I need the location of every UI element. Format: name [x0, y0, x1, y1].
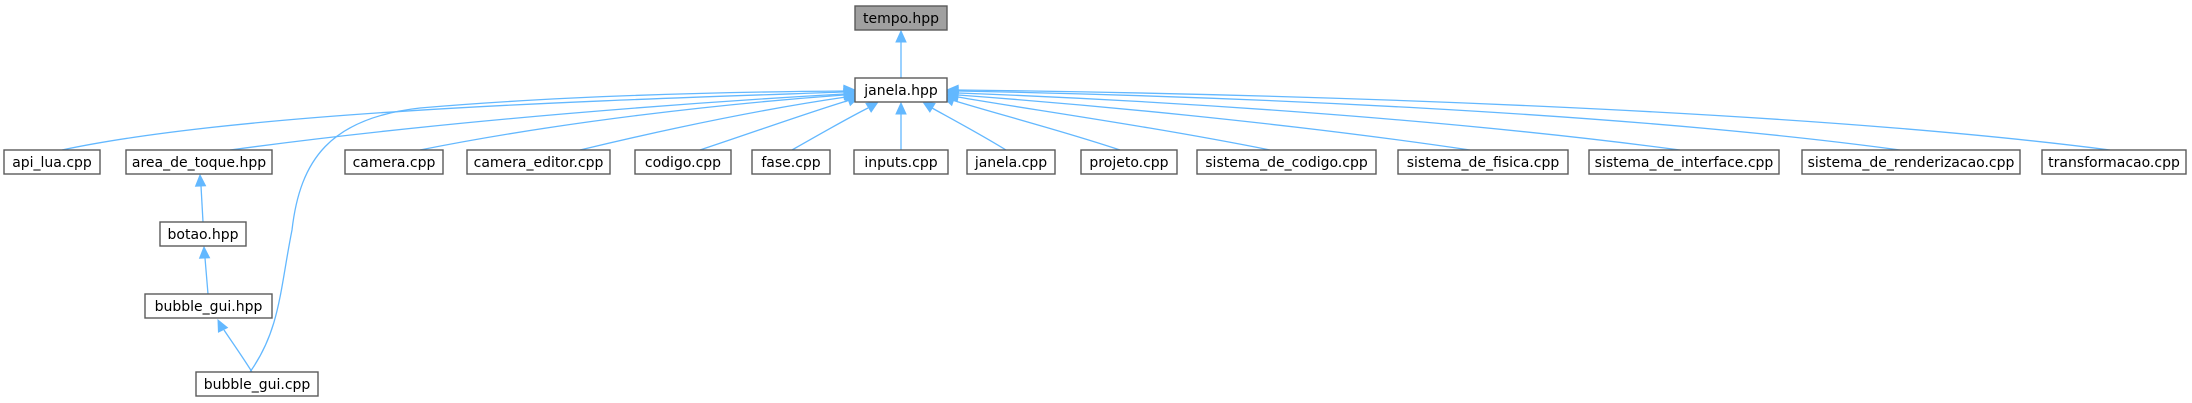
node-box[interactable]	[634, 149, 732, 175]
node-box[interactable]	[1588, 149, 1780, 175]
edge-line	[957, 90, 1901, 151]
edge-projeto-to-janela_hpp	[941, 95, 1121, 151]
edge-line	[249, 90, 845, 373]
node-bubble-gui-hpp[interactable]: bubble_gui.hpp	[144, 293, 273, 319]
edge-fase-to-janela_hpp	[791, 101, 880, 151]
edge-line	[931, 107, 1007, 151]
edge-arrowhead	[194, 173, 207, 187]
edge-line	[957, 96, 1271, 151]
node-box[interactable]	[966, 149, 1056, 175]
nodes-layer: tempo.hpp janela.hpp api_lua.cpp area_de_to…	[3, 5, 2187, 397]
edge-codigo-to-janela_hpp	[699, 95, 861, 151]
node-transformacao[interactable]: transformacao.cpp	[2041, 149, 2187, 175]
node-label: camera_editor.cpp	[474, 155, 604, 171]
node-label: botao.hpp	[168, 227, 239, 243]
edge-line	[791, 107, 869, 151]
node-box[interactable]	[751, 149, 831, 175]
edge-arrowhead	[198, 245, 211, 259]
edge-area_de_toque-to-janela_hpp	[229, 87, 857, 151]
node-box[interactable]	[854, 77, 948, 103]
node-tempo[interactable]: tempo.hpp	[854, 5, 948, 31]
node-box[interactable]	[1080, 149, 1178, 175]
node-label: janela.cpp	[974, 155, 1047, 171]
edge-transformacao-to-janela_hpp	[945, 84, 2111, 151]
edges-layer	[61, 29, 2111, 373]
node-inputs[interactable]: inputs.cpp	[853, 149, 949, 175]
node-label: sistema_de_fisica.cpp	[1407, 155, 1560, 171]
node-camera-editor[interactable]: camera_editor.cpp	[466, 149, 611, 175]
node-box[interactable]	[144, 293, 273, 319]
node-janela-hpp[interactable]: janela.hpp	[854, 77, 948, 103]
node-label: bubble_gui.cpp	[204, 377, 311, 393]
node-area-de-toque[interactable]: area_de_toque.hpp	[125, 149, 273, 175]
edge-api_lua-to-janela_hpp	[61, 85, 857, 151]
node-sistema-de-fisica[interactable]: sistema_de_fisica.cpp	[1397, 149, 1569, 175]
edge-line	[419, 94, 845, 151]
edge-arrowhead	[865, 101, 880, 113]
node-projeto[interactable]: projeto.cpp	[1080, 149, 1178, 175]
node-box[interactable]	[854, 5, 948, 31]
edge-line	[957, 89, 2111, 151]
node-box[interactable]	[125, 149, 273, 175]
edge-line	[957, 94, 1471, 151]
edge-botao-to-area_de_toque	[194, 173, 207, 223]
node-label: transformacao.cpp	[2048, 155, 2180, 171]
node-label: bubble_gui.hpp	[155, 299, 263, 315]
node-label: inputs.cpp	[864, 155, 937, 171]
edge-line	[579, 96, 847, 151]
node-botao[interactable]: botao.hpp	[159, 221, 247, 247]
edge-arrowhead	[921, 101, 936, 113]
node-sistema-de-renderizacao[interactable]: sistema_de_renderizacao.cpp	[1801, 149, 2021, 175]
node-label: sistema_de_renderizacao.cpp	[1808, 155, 2015, 171]
node-label: camera.cpp	[353, 155, 436, 171]
node-bubble-gui-cpp[interactable]: bubble_gui.cpp	[195, 371, 319, 397]
node-box[interactable]	[466, 149, 611, 175]
node-label: fase.cpp	[761, 155, 820, 171]
node-label: tempo.hpp	[863, 11, 939, 27]
node-fase[interactable]: fase.cpp	[751, 149, 831, 175]
edge-arrowhead	[895, 29, 907, 43]
node-codigo[interactable]: codigo.cpp	[634, 149, 732, 175]
edge-line	[951, 99, 1121, 151]
edge-arrowhead	[217, 318, 229, 333]
node-box[interactable]	[1397, 149, 1569, 175]
edge-arrowhead	[945, 84, 959, 97]
edge-line	[229, 93, 845, 151]
edge-janela_cpp-to-janela_hpp	[921, 101, 1007, 151]
edge-janela_hpp-to-tempo	[895, 29, 907, 78]
node-box[interactable]	[3, 149, 101, 175]
node-api-lua[interactable]: api_lua.cpp	[3, 149, 101, 175]
edge-arrowhead	[895, 101, 907, 115]
edge-line	[957, 92, 1681, 151]
node-label: projeto.cpp	[1089, 155, 1168, 171]
node-box[interactable]	[344, 149, 444, 175]
edge-line	[200, 185, 204, 223]
node-box[interactable]	[159, 221, 247, 247]
edge-line	[699, 99, 851, 151]
edge-line	[223, 329, 253, 373]
edge-line	[204, 257, 209, 295]
node-label: sistema_de_codigo.cpp	[1205, 155, 1368, 171]
node-label: api_lua.cpp	[12, 155, 92, 171]
node-box[interactable]	[853, 149, 949, 175]
edge-inputs-to-janela_hpp	[895, 101, 907, 150]
node-box[interactable]	[1196, 149, 1377, 175]
edge-line	[61, 91, 845, 151]
node-janela-cpp[interactable]: janela.cpp	[966, 149, 1056, 175]
node-label: janela.hpp	[863, 83, 938, 99]
node-box[interactable]	[1801, 149, 2021, 175]
node-label: area_de_toque.hpp	[132, 155, 266, 171]
node-box[interactable]	[2041, 149, 2187, 175]
edge-bubble_gui_hpp-to-botao	[198, 245, 211, 295]
node-camera[interactable]: camera.cpp	[344, 149, 444, 175]
node-sistema-de-codigo[interactable]: sistema_de_codigo.cpp	[1196, 149, 1377, 175]
node-label: codigo.cpp	[645, 155, 721, 171]
edge-bubble_gui_cpp-to-bubble_gui_hpp	[217, 318, 253, 373]
node-sistema-de-interface[interactable]: sistema_de_interface.cpp	[1588, 149, 1780, 175]
node-box[interactable]	[195, 371, 319, 397]
node-label: sistema_de_interface.cpp	[1595, 155, 1774, 171]
